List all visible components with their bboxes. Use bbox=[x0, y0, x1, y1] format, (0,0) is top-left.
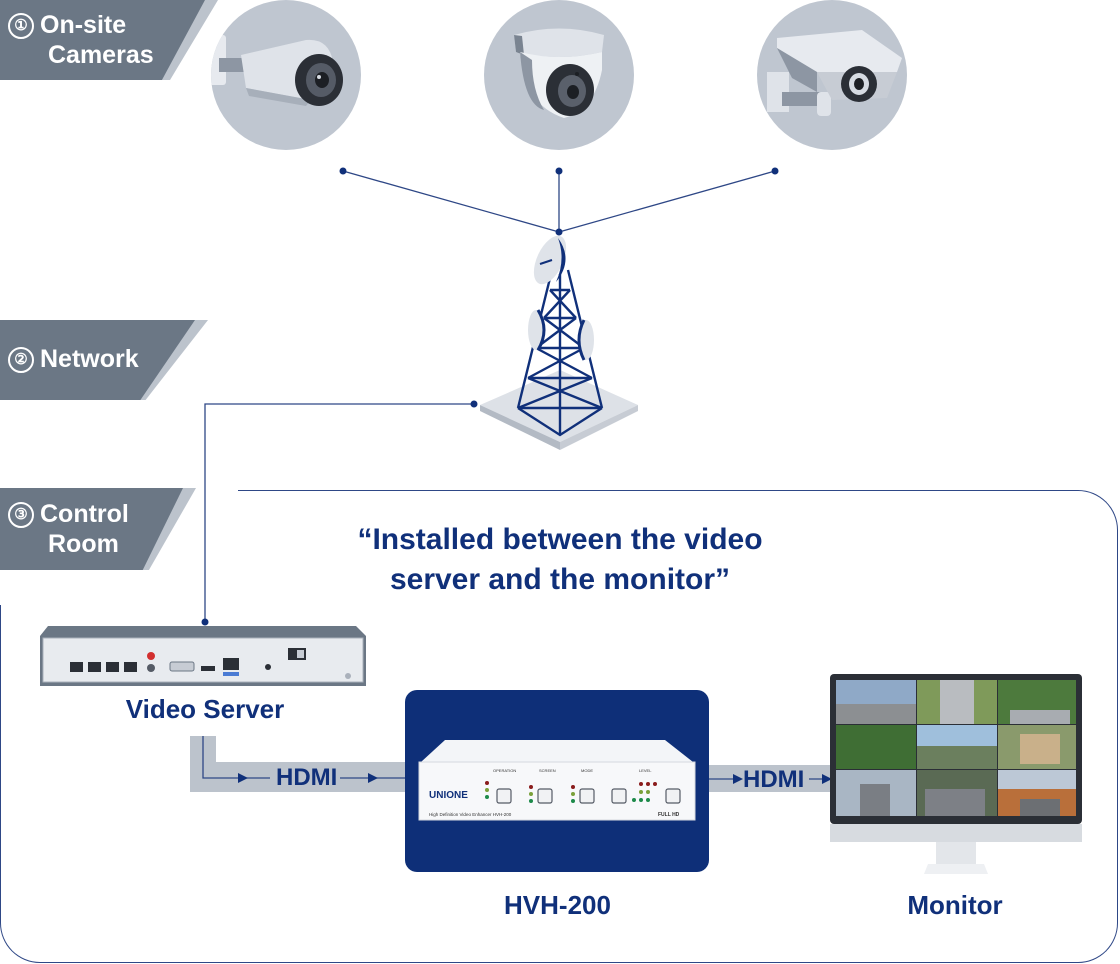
left-hdmi-label: HDMI bbox=[276, 764, 338, 791]
arrow-icon bbox=[733, 774, 743, 784]
svg-text:FULL HD: FULL HD bbox=[658, 812, 680, 818]
step-number-icon: ② bbox=[8, 347, 34, 373]
lan-port-3 bbox=[106, 662, 119, 672]
monitor-label: Monitor bbox=[907, 890, 1003, 920]
operation-button bbox=[496, 788, 512, 804]
quote-line-2: server and the monitor” bbox=[389, 563, 731, 596]
arrow-icon bbox=[822, 774, 832, 784]
hdmi-port bbox=[201, 666, 215, 671]
camera-connector-dot bbox=[771, 167, 779, 175]
section-subtitle: Room bbox=[48, 530, 119, 558]
step-number-icon: ③ bbox=[8, 502, 34, 528]
svg-text:High Definition Video Enhancer: High Definition Video Enhancer HVH-200 bbox=[429, 812, 512, 817]
audio-in-jack bbox=[147, 652, 155, 660]
tower-connector-dot bbox=[555, 228, 563, 236]
camera-connector-dot bbox=[339, 167, 347, 175]
section-title: Control bbox=[40, 500, 129, 528]
bullet-camera-icon bbox=[211, 35, 343, 106]
network-tower-icon bbox=[480, 235, 638, 450]
quote-line-1: “Installed between the video bbox=[357, 523, 763, 556]
box-camera-image bbox=[757, 0, 907, 150]
level-down-button bbox=[611, 788, 627, 804]
left-hdmi-arrows bbox=[202, 736, 408, 783]
mode-button bbox=[579, 788, 595, 804]
right-hdmi-label: HDMI bbox=[743, 766, 805, 793]
section-title: On-site bbox=[40, 11, 127, 39]
level-up-button bbox=[665, 788, 681, 804]
audio-out-jack bbox=[147, 664, 155, 672]
camera-feed-grid bbox=[836, 680, 1076, 816]
hvh-200-device: UNIONE High Definition Video Enhancer HV… bbox=[418, 740, 696, 821]
hvh-200-label: HVH-200 bbox=[504, 890, 611, 920]
tower-base-dot bbox=[470, 400, 478, 408]
brand-logo: UNIONE bbox=[429, 790, 468, 801]
step-number-icon: ① bbox=[8, 13, 34, 39]
video-server-label: Video Server bbox=[125, 694, 285, 724]
control-room-frame-top bbox=[238, 490, 1078, 491]
monitor-device bbox=[830, 674, 1082, 874]
control-room-frame bbox=[0, 605, 1118, 963]
installation-quote: “Installed between the video server and … bbox=[340, 520, 780, 600]
box-camera-icon bbox=[767, 30, 902, 116]
camera-connector-dot bbox=[555, 167, 563, 175]
svg-text:MODE: MODE bbox=[581, 768, 593, 773]
lan-port-2 bbox=[88, 662, 101, 672]
dome-camera-image bbox=[484, 0, 634, 150]
control-room-frame-right bbox=[1116, 530, 1118, 610]
hvh-200-panel: UNIONE High Definition Video Enhancer HV… bbox=[405, 690, 709, 872]
bullet-camera-image bbox=[211, 0, 361, 150]
server-connector-dot bbox=[201, 618, 209, 626]
video-server-device bbox=[40, 626, 366, 686]
arrow-icon bbox=[238, 773, 248, 783]
arrow-icon bbox=[368, 773, 378, 783]
section-subtitle: Cameras bbox=[48, 41, 154, 69]
svg-text:OPERATION: OPERATION bbox=[493, 768, 516, 773]
svg-text:SCREEN: SCREEN bbox=[539, 768, 556, 773]
svg-text:LEVEL: LEVEL bbox=[639, 768, 652, 773]
lan-uplink-port bbox=[223, 658, 239, 670]
lan-port-4 bbox=[124, 662, 137, 672]
dome-camera-icon bbox=[514, 28, 604, 118]
screen-button bbox=[537, 788, 553, 804]
section-title: Network bbox=[40, 345, 139, 373]
lan-port-1 bbox=[70, 662, 83, 672]
